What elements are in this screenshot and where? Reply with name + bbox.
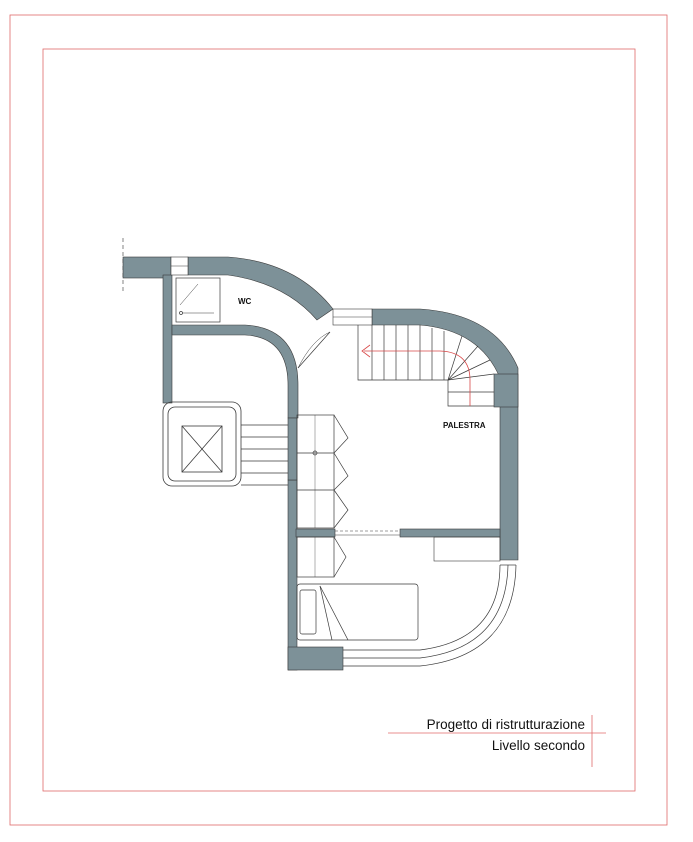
title-block: Progetto di ristrutturazione Livello sec… xyxy=(388,715,606,767)
wardrobes xyxy=(296,414,349,578)
inner-frame xyxy=(42,48,636,792)
wall-long-left-upper xyxy=(287,417,298,481)
bed xyxy=(296,583,419,641)
lift xyxy=(162,401,242,487)
wall-wc-arc xyxy=(187,256,334,321)
stair xyxy=(357,325,495,407)
wall-mid-partition-right xyxy=(399,528,501,538)
room-label-gym: PALESTRA xyxy=(443,421,486,430)
room-label-wc: WC xyxy=(238,297,252,306)
shower-tray xyxy=(175,277,221,323)
outer-frame xyxy=(9,14,668,826)
wall-bottom-left xyxy=(287,646,344,671)
windows xyxy=(170,256,373,326)
bedroom-glazing xyxy=(343,564,517,667)
wall-corridor-curve xyxy=(171,324,299,419)
lift-steps xyxy=(241,424,288,486)
wall-gym-arc xyxy=(371,308,519,561)
wc-fixtures xyxy=(175,277,331,369)
wall-long-left xyxy=(287,479,298,671)
title-line-2: Livello secondo xyxy=(492,738,585,753)
walls xyxy=(122,256,519,671)
title-line-1: Progetto di ristrutturazione xyxy=(427,717,585,732)
wall-stair-post xyxy=(493,373,519,408)
stair-arrow xyxy=(361,344,471,406)
wall-left-column xyxy=(162,274,173,404)
wall-mid-partition xyxy=(295,528,336,538)
sliding-door xyxy=(335,530,501,562)
